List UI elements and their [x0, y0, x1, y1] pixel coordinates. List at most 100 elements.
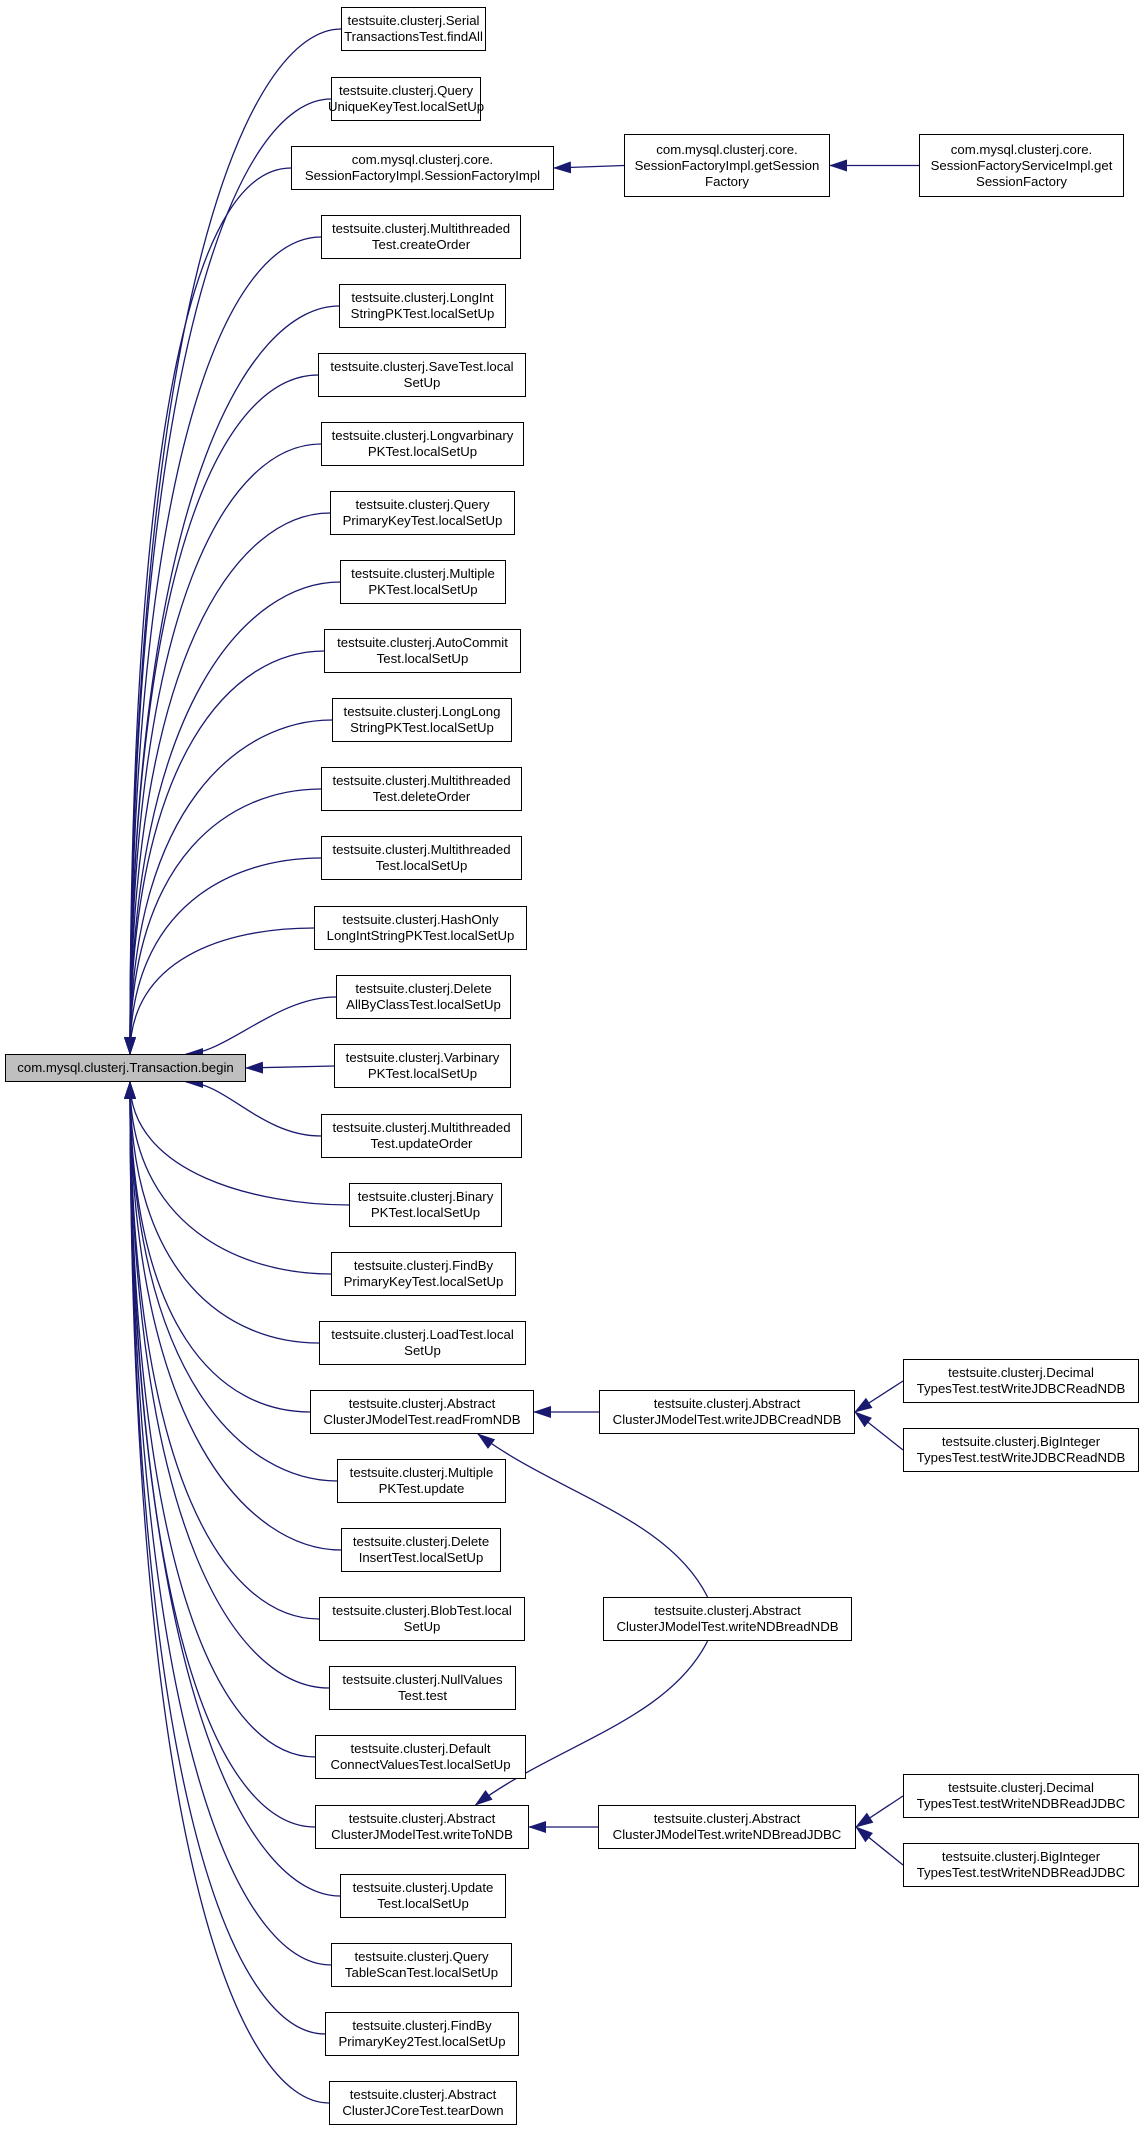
edge-m1-to-n3 [553, 161, 625, 174]
edge-n31-to-root [124, 1081, 330, 2104]
node-root-transaction-begin[interactable]: com.mysql.clusterj.Transaction.begin [5, 1054, 246, 1082]
node-label-line: SetUp [403, 375, 441, 390]
edge-n7-to-root [124, 443, 322, 1055]
node-label-line: testsuite.clusterj.LongInt [351, 290, 494, 305]
node-com-mysql-clusterj-core-sessionfactoryserviceimpl-getsessionfactory[interactable]: com.mysql.clusterj.core.SessionFactorySe… [919, 134, 1124, 197]
node-label-line: testsuite.clusterj.Abstract [348, 1396, 496, 1411]
edge-n16-to-root [245, 1061, 335, 1074]
node-label-line: Test.deleteOrder [372, 789, 471, 804]
edge-n28-to-root [124, 1081, 341, 1897]
node-label-line: TypesTest.testWriteJDBCReadNDB [916, 1450, 1126, 1465]
edge-n2-to-root [124, 98, 332, 1055]
node-label-line: ConnectValuesTest.localSetUp [330, 1757, 511, 1772]
edge-n24-to-root [124, 1081, 320, 1620]
node-label-line: testsuite.clusterj.Query [338, 83, 474, 98]
node-label-line: ClusterJModelTest.writeNDBreadJDBC [612, 1827, 842, 1842]
node-label-line: Test.createOrder [371, 237, 471, 252]
node-label-line: testsuite.clusterj.FindBy [352, 2018, 492, 2033]
edge-n3-to-root [124, 167, 292, 1055]
node-label-line: testsuite.clusterj.HashOnly [342, 912, 499, 927]
edge-n25-to-root [124, 1081, 330, 1689]
node-label-line: com.mysql.clusterj.Transaction.begin [17, 1060, 234, 1075]
node-label-line: Test.localSetUp [376, 651, 469, 666]
node-label-line: testsuite.clusterj.Decimal [948, 1780, 1094, 1795]
edge-n23-to-root [124, 1081, 342, 1551]
node-label-line: UniqueKeyTest.localSetUp [327, 99, 485, 114]
edge-n14-to-root [124, 927, 315, 1055]
node-label-line: testsuite.clusterj.Abstract [349, 2087, 497, 2102]
node-com-mysql-clusterj-core-sessionfactoryimpl-sessionfactoryimpl[interactable]: com.mysql.clusterj.core.SessionFactoryIm… [291, 146, 554, 190]
node-label-line: com.mysql.clusterj.core. [950, 141, 1093, 157]
node-label-line: testsuite.clusterj.Abstract [653, 1396, 801, 1411]
node-label-line: testsuite.clusterj.BigInteger [941, 1849, 1101, 1864]
node-label-line: testsuite.clusterj.Decimal [948, 1365, 1094, 1380]
node-label-line: com.mysql.clusterj.core. [656, 141, 798, 157]
node-label-line: AllByClassTest.localSetUp [346, 997, 501, 1012]
node-label-line: testsuite.clusterj.BlobTest.local [332, 1603, 512, 1618]
node-label-line: Test.localSetUp [375, 858, 468, 873]
edge-n15-to-root [185, 996, 337, 1060]
edge-n6-to-root [124, 374, 319, 1055]
node-label-line: ClusterJModelTest.writeJDBCreadNDB [612, 1412, 842, 1427]
node-label-line: testsuite.clusterj.Query [355, 497, 490, 512]
node-label-line: testsuite.clusterj.Multithreaded [331, 221, 511, 236]
edge-m4-to-m3 [854, 1380, 904, 1413]
node-label-line: testsuite.clusterj.Abstract [653, 1811, 801, 1826]
node-label-line: testsuite.clusterj.Multiple [349, 1465, 494, 1480]
node-label-line: PrimaryKey2Test.localSetUp [338, 2034, 506, 2049]
edge-m6-to-n27 [474, 1640, 709, 1806]
edge-n18-to-root [124, 1081, 350, 1206]
node-label-line: testsuite.clusterj.BigInteger [941, 1434, 1101, 1449]
node-label-line: TransactionsTest.findAll [344, 29, 483, 44]
edge-m5-to-m3 [854, 1411, 904, 1451]
node-label-line: ClusterJModelTest.writeNDBreadNDB [616, 1619, 839, 1634]
node-label-line: PKTest.localSetUp [367, 444, 478, 459]
edge-n8-to-root [124, 512, 331, 1055]
node-label-line: PKTest.update [378, 1481, 465, 1496]
node-label-line: PrimaryKeyTest.localSetUp [343, 1274, 504, 1289]
node-label-line: testsuite.clusterj.Varbinary [345, 1050, 500, 1065]
node-label-line: Test.test [397, 1688, 448, 1703]
edge-m8-to-m7 [855, 1795, 904, 1828]
node-label-line: testsuite.clusterj.Query [354, 1949, 489, 1964]
node-com-mysql-clusterj-core-sessionfactoryimpl-getsessionfactory[interactable]: com.mysql.clusterj.core.SessionFactoryIm… [624, 134, 830, 197]
